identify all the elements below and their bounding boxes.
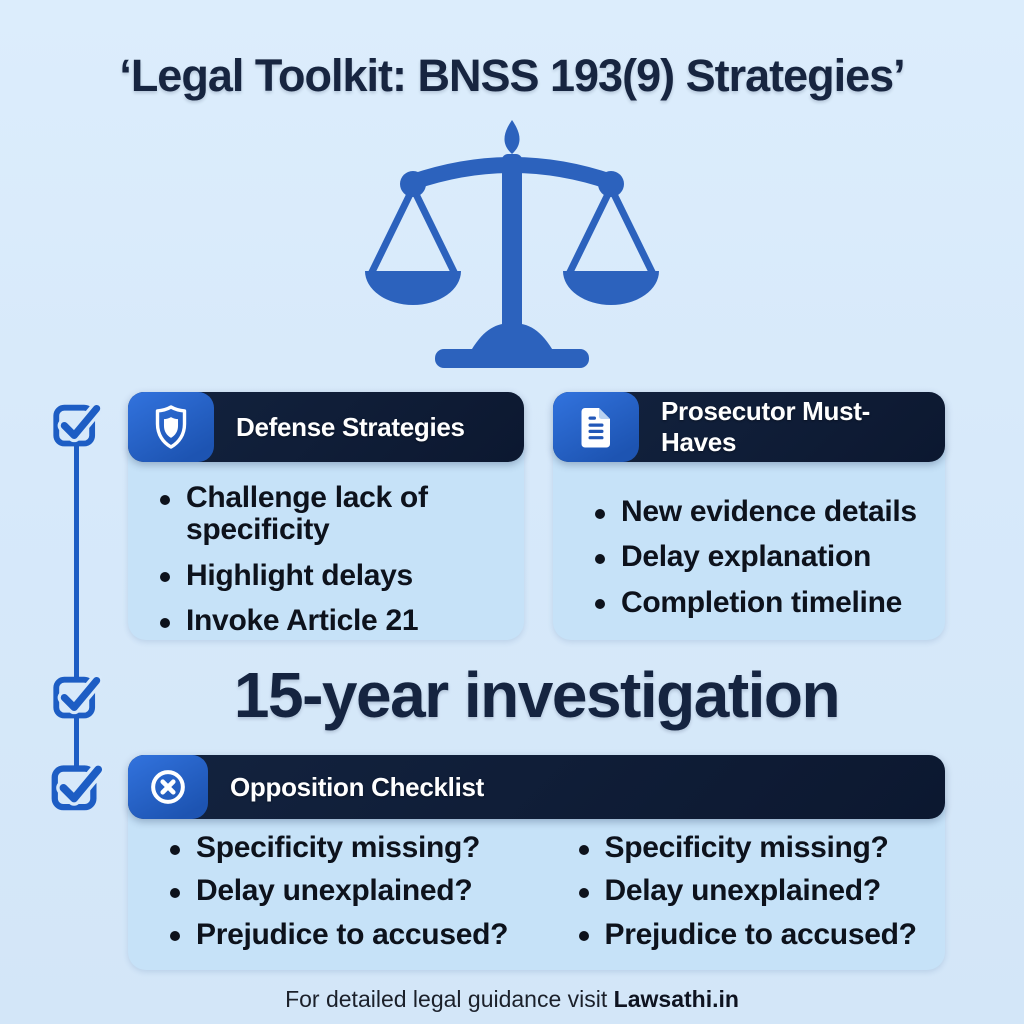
defense-bullet-list: Challenge lack of specificity Highlight … bbox=[128, 430, 524, 638]
prosecutor-card-body: New evidence details Delay explanation C… bbox=[553, 430, 945, 640]
checklist-connector-line bbox=[74, 425, 79, 782]
document-icon-chip bbox=[553, 392, 639, 462]
scales-of-justice-graphic bbox=[365, 120, 659, 368]
opposition-bullet: Delay unexplained? bbox=[573, 874, 940, 907]
headline-text: 15-year investigation bbox=[233, 659, 841, 731]
prosecutor-card-title: Prosecutor Must-Haves bbox=[661, 396, 871, 457]
defense-bullet: Invoke Article 21 bbox=[154, 604, 510, 637]
opposition-bullet-list-2: Specificity missing? Delay unexplained? … bbox=[537, 788, 946, 951]
prosecutor-bullet-list: New evidence details Delay explanation C… bbox=[553, 430, 945, 619]
prosecutor-card-header: Prosecutor Must-Haves bbox=[553, 392, 945, 462]
defense-card-title: Defense Strategies bbox=[236, 411, 465, 442]
x-circle-icon bbox=[151, 770, 185, 804]
opposition-bullet-list-1: Specificity missing? Delay unexplained? … bbox=[128, 788, 537, 951]
defense-bullet: Challenge lack of specificity bbox=[154, 481, 510, 547]
opposition-bullet: Specificity missing? bbox=[573, 831, 940, 864]
prosecutor-bullet: Completion timeline bbox=[589, 586, 935, 619]
footer-prefix: For detailed legal guidance visit bbox=[285, 986, 614, 1012]
defense-bullet: Highlight delays bbox=[154, 559, 510, 592]
opposition-column-2: Specificity missing? Delay unexplained? … bbox=[537, 788, 946, 970]
opposition-bullet: Prejudice to accused? bbox=[164, 918, 531, 951]
defense-card-body: Challenge lack of specificity Highlight … bbox=[128, 430, 524, 640]
document-icon bbox=[581, 408, 610, 448]
opposition-bullet: Delay unexplained? bbox=[164, 874, 531, 907]
opposition-card-header: Opposition Checklist bbox=[128, 755, 945, 819]
opposition-card-title: Opposition Checklist bbox=[230, 771, 485, 802]
footer-text: For detailed legal guidance visit Lawsat… bbox=[0, 986, 1024, 1013]
defense-card-header: Defense Strategies bbox=[128, 392, 524, 462]
opposition-bullet: Specificity missing? bbox=[164, 831, 531, 864]
shield-icon-chip bbox=[128, 392, 214, 462]
opposition-bullet: Prejudice to accused? bbox=[573, 918, 940, 951]
page-title: ‘Legal Toolkit: BNSS 193(9) Strategies’ bbox=[119, 50, 905, 101]
prosecutor-bullet: Delay explanation bbox=[589, 540, 935, 573]
prosecutor-bullet: New evidence details bbox=[589, 495, 935, 528]
opposition-column-1: Specificity missing? Delay unexplained? … bbox=[128, 788, 537, 970]
checkbox-checked-icon bbox=[53, 673, 102, 719]
footer-brand: Lawsathi.in bbox=[613, 986, 739, 1012]
checkbox-checked-icon bbox=[51, 762, 104, 811]
x-circle-icon-chip bbox=[128, 755, 208, 819]
checkbox-checked-icon bbox=[53, 401, 102, 447]
scales-of-justice-icon bbox=[347, 116, 677, 376]
shield-icon bbox=[155, 405, 187, 449]
